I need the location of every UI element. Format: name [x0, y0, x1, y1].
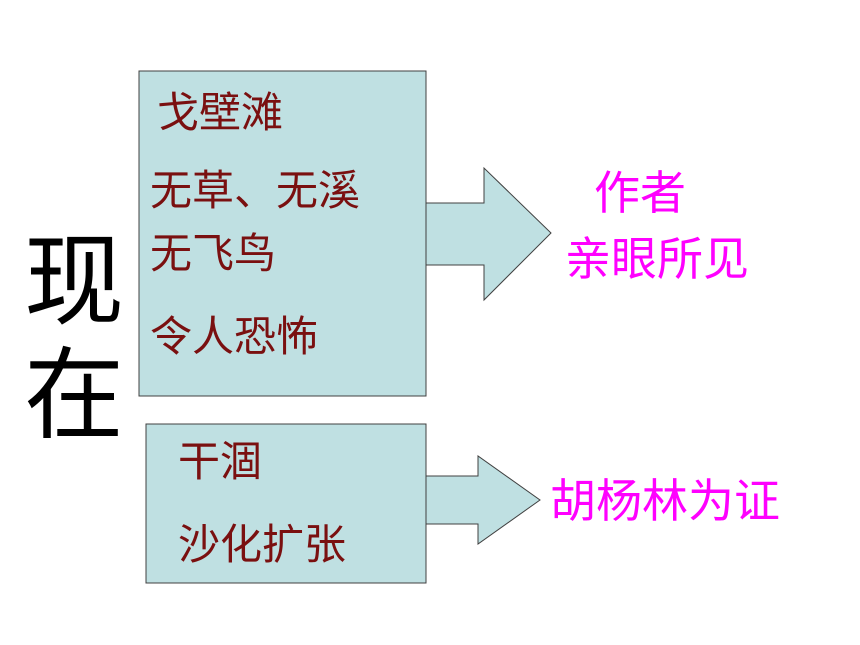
top-box [138, 70, 427, 397]
top-box-line-1: 戈壁滩 [157, 88, 284, 137]
vertical-label-char-2: 在 [24, 337, 124, 454]
top-box-line-4: 令人恐怖 [150, 312, 319, 361]
top-box-line-3: 无飞鸟 [150, 229, 277, 278]
top-arrow [425, 166, 552, 302]
bottom-box-line-1: 干涸 [178, 437, 263, 486]
bottom-box [145, 423, 427, 584]
top-result-line-2: 亲眼所见 [565, 232, 749, 286]
bottom-box-line-2: 沙化扩张 [178, 520, 347, 569]
top-result-line-1: 作者 [594, 166, 686, 220]
top-box-line-2: 无草、无溪 [150, 166, 361, 215]
bottom-arrow [425, 455, 541, 545]
vertical-label-char-1: 现 [24, 223, 124, 340]
bottom-result-line-1: 胡杨林为证 [550, 474, 780, 528]
